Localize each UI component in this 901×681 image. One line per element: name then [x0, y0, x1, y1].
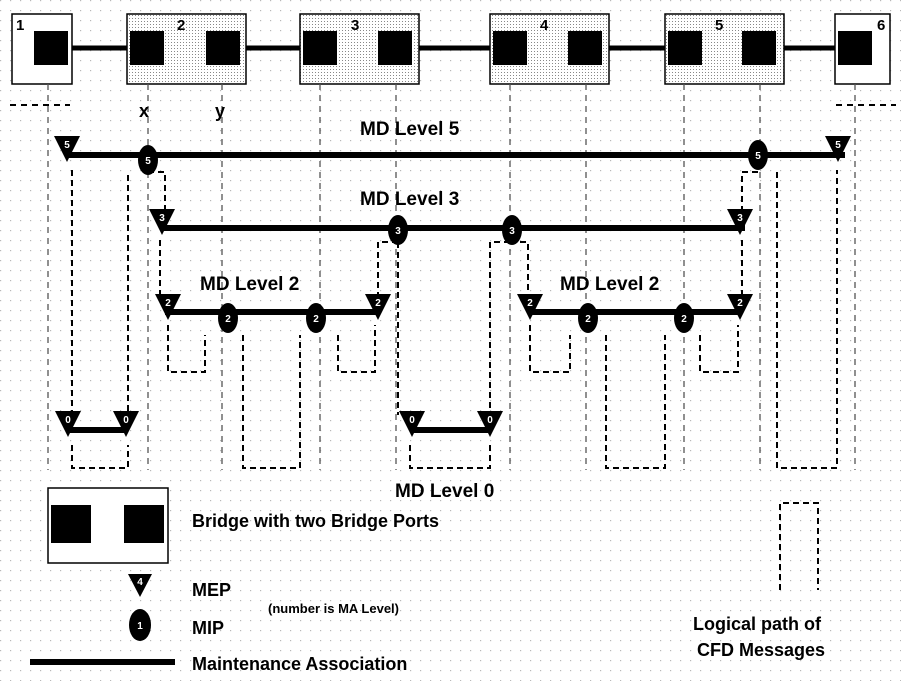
mip-icon: 2 — [306, 303, 326, 333]
mep-level-number: 2 — [737, 298, 743, 309]
mep-level-number: 0 — [487, 415, 493, 426]
mep-markers: 5 5 3 3 2 2 2 2 0 0 0 0 — [54, 136, 851, 437]
legend-ma-note: (number is MA Level) — [268, 601, 399, 616]
mip-icon: 5 — [138, 145, 158, 175]
mip-level-number: 5 — [755, 151, 761, 162]
mep-icon: 0 — [113, 411, 139, 437]
mip-icon: 3 — [502, 215, 522, 245]
legend-mep-text: MEP — [192, 580, 231, 600]
mep-icon: 2 — [727, 294, 753, 320]
mip-icon: 2 — [218, 303, 238, 333]
mep-icon: 5 — [825, 136, 851, 162]
bridge-5: 5 — [664, 13, 785, 85]
port-drop-lines — [47, 84, 856, 470]
bridge-port — [130, 31, 164, 65]
legend-mip-icon: 1 — [129, 609, 151, 641]
legend-path-text-2: CFD Messages — [697, 640, 825, 660]
legend-mep-icon: 4 — [128, 574, 152, 597]
mep-level-number: 3 — [737, 213, 743, 224]
bridge-port — [303, 31, 337, 65]
port-label-x: x — [139, 101, 149, 121]
legend-bridge — [47, 487, 169, 564]
mep-icon: 2 — [155, 294, 181, 320]
bridge-2: 2 — [126, 13, 247, 85]
mep-level-number: 5 — [64, 140, 70, 151]
mip-level-number: 2 — [585, 314, 591, 325]
mep-icon: 0 — [477, 411, 503, 437]
legend-mep-sample: 4 — [137, 577, 143, 588]
mep-level-number: 0 — [65, 415, 71, 426]
bridge-port — [568, 31, 602, 65]
bridge-number: 6 — [877, 17, 885, 34]
bridge-3: 3 — [299, 13, 420, 85]
mip-level-number: 2 — [681, 314, 687, 325]
mep-level-number: 2 — [375, 298, 381, 309]
ma-bars — [65, 152, 845, 433]
mep-icon: 3 — [149, 209, 175, 235]
mip-markers: 5 5 3 3 2 2 2 2 — [138, 140, 768, 333]
mep-icon: 5 — [54, 136, 80, 162]
mep-level-number: 5 — [835, 140, 841, 151]
md-level-label: MD Level 2 — [200, 274, 299, 295]
bridge-port — [838, 31, 872, 65]
legend-mip-sample: 1 — [137, 621, 143, 632]
mep-icon: 3 — [727, 209, 753, 235]
legend-path-icon — [779, 502, 819, 590]
legend-bridge-text: Bridge with two Bridge Ports — [192, 511, 439, 531]
mip-icon: 5 — [748, 140, 768, 170]
mip-icon: 2 — [578, 303, 598, 333]
legend-ma-text: Maintenance Association — [192, 654, 407, 674]
mip-level-number: 3 — [509, 226, 515, 237]
mip-level-number: 2 — [225, 314, 231, 325]
mip-level-number: 5 — [145, 156, 151, 167]
bridge-port — [742, 31, 776, 65]
mep-level-number: 3 — [159, 213, 165, 224]
bridge-number: 1 — [16, 17, 24, 34]
bridge-number: 2 — [177, 17, 185, 34]
bridge-number: 5 — [715, 17, 723, 34]
bridge-row: 1 2 3 4 5 6 — [11, 13, 891, 85]
mep-level-number: 2 — [165, 298, 171, 309]
bridge-4: 4 — [489, 13, 610, 85]
legend: Bridge with two Bridge Ports 4 MEP (numb… — [30, 487, 825, 674]
legend-path-text-1: Logical path of — [693, 614, 822, 634]
mep-icon: 2 — [517, 294, 543, 320]
mip-icon: 3 — [388, 215, 408, 245]
bridge-port — [493, 31, 527, 65]
bridge-port — [34, 31, 68, 65]
mip-level-number: 2 — [313, 314, 319, 325]
mip-icon: 2 — [674, 303, 694, 333]
mep-level-number: 0 — [409, 415, 415, 426]
bridge-port — [378, 31, 412, 65]
md-level-label: MD Level 5 — [360, 119, 460, 140]
mep-icon: 0 — [399, 411, 425, 437]
legend-mip-text: MIP — [192, 618, 224, 638]
mep-level-number: 2 — [527, 298, 533, 309]
mep-icon: 2 — [365, 294, 391, 320]
md-level-label: MD Level 2 — [560, 274, 659, 295]
md-level-label: MD Level 3 — [360, 189, 459, 210]
md-level-label: MD Level 0 — [395, 481, 494, 502]
bridge-port — [206, 31, 240, 65]
bridge-number: 3 — [351, 17, 359, 34]
bridge-number: 4 — [540, 17, 549, 34]
mep-level-number: 0 — [123, 415, 129, 426]
bridge-6: 6 — [834, 13, 891, 85]
mep-icon: 0 — [55, 411, 81, 437]
bridge-1: 1 — [11, 13, 73, 85]
mip-level-number: 3 — [395, 226, 401, 237]
port-label-y: y — [215, 101, 225, 121]
bridge-port — [668, 31, 702, 65]
